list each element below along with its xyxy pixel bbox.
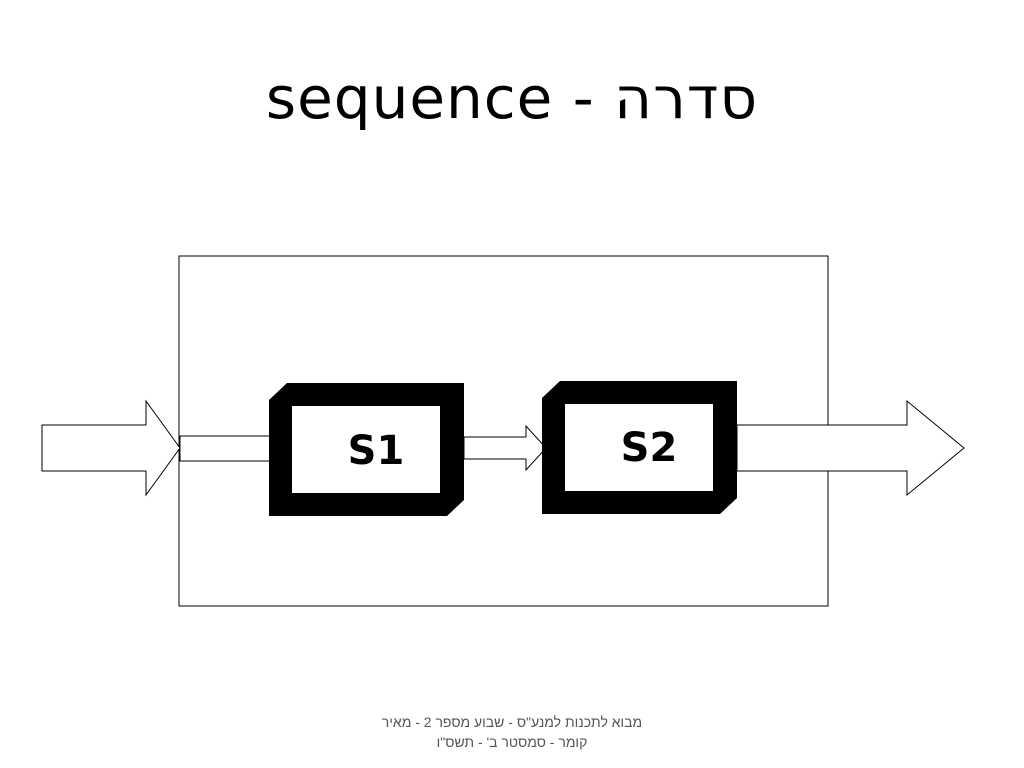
block-s2-label-main: S	[621, 425, 650, 471]
block-s2-inner	[565, 404, 713, 491]
footer-line-2: קומר - סמסטר ב' - תשס"ו	[436, 734, 588, 750]
block-s1: S1	[269, 383, 464, 516]
block-s2-label: S2	[621, 425, 678, 471]
block-s2: S2	[542, 381, 737, 514]
input-arrow	[41, 399, 181, 497]
block-s1-label-main: S	[348, 428, 377, 474]
block-s2-label-sub: 2	[649, 425, 677, 471]
block-s1-label: S1	[348, 428, 405, 474]
slide-title: sequence - סדרה	[265, 64, 759, 132]
connector-arrow-s1-s2	[463, 424, 547, 472]
output-arrow	[736, 399, 965, 497]
footer-line-1: מבוא לתכנות למנע"ס - שבוע מספר 2 - מאיר	[381, 714, 643, 730]
slide-footer: מבוא לתכנות למנע"ס - שבוע מספר 2 - מאיר …	[312, 712, 712, 752]
block-s1-inner	[292, 406, 440, 493]
block-s1-label-sub: 1	[376, 428, 404, 474]
entry-connector	[179, 435, 271, 462]
